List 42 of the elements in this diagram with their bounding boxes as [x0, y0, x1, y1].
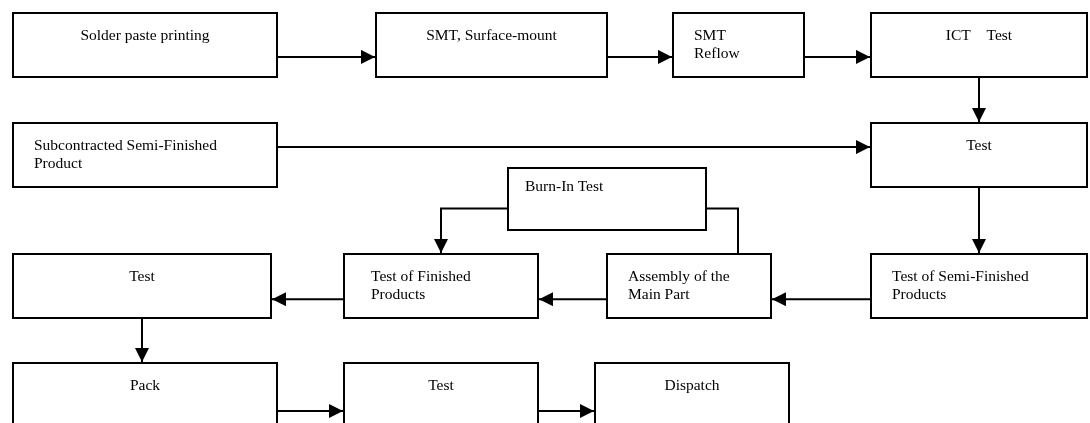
process-box — [343, 362, 539, 423]
step-label: Test — [427, 376, 455, 394]
arrow — [771, 292, 871, 307]
arrow — [271, 292, 344, 307]
arrow — [135, 318, 149, 363]
arrow — [804, 49, 871, 64]
process-box — [672, 12, 805, 78]
step-label: Test of Finished Products — [371, 267, 472, 303]
step-label: ICT Test — [944, 26, 1014, 44]
process-box — [606, 253, 772, 319]
step-label: Test — [128, 267, 156, 285]
arrow — [972, 77, 986, 123]
step-label: SMT, Surface-mount — [425, 26, 558, 44]
arrow — [277, 140, 871, 155]
process-box — [12, 362, 278, 423]
process-box — [870, 122, 1088, 188]
step-label: Pack — [128, 376, 162, 394]
arrow — [972, 187, 986, 254]
process-box — [870, 12, 1088, 78]
arrow — [538, 404, 595, 418]
process-box — [594, 362, 790, 423]
step-label: Dispatch — [663, 376, 721, 394]
step-label: SMT Reflow — [694, 26, 741, 62]
arrow — [607, 49, 673, 64]
step-label: Test — [965, 136, 993, 154]
arrow — [538, 292, 607, 307]
step-label: Solder paste printing — [79, 26, 211, 44]
step-label: Assembly of the Main Part — [628, 267, 731, 303]
arrow — [277, 49, 376, 64]
step-label: Burn-In Test — [525, 177, 605, 195]
process-box — [507, 167, 707, 231]
step-label: Subcontracted Semi-Finished Product — [34, 136, 218, 172]
step-label: Test of Semi-Finished Products — [892, 267, 1030, 303]
connector-line — [706, 207, 739, 254]
process-box — [12, 12, 278, 78]
process-box — [870, 253, 1088, 319]
arrow — [277, 404, 344, 418]
process-box — [12, 253, 272, 319]
process-box — [343, 253, 539, 319]
process-box — [375, 12, 608, 78]
process-box — [12, 122, 278, 188]
arrow — [434, 207, 508, 254]
